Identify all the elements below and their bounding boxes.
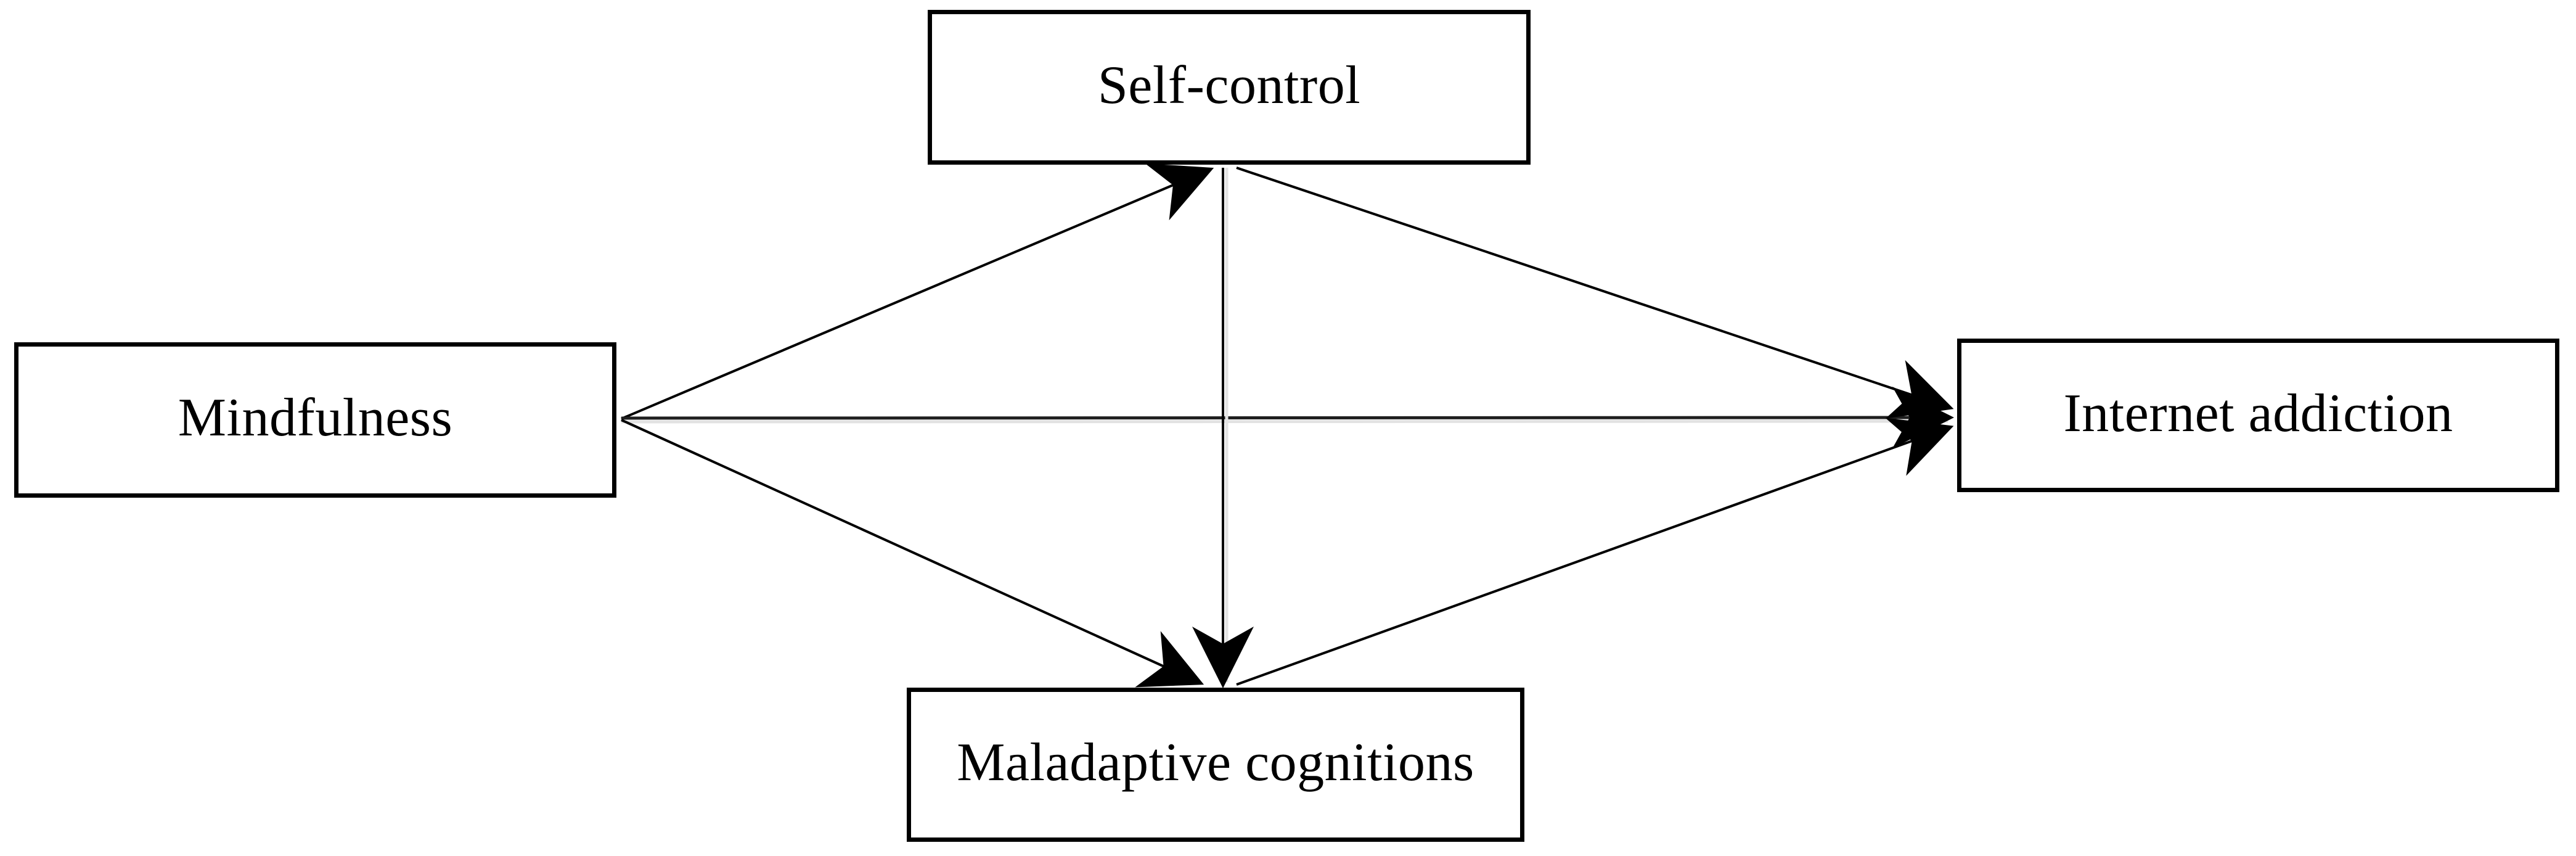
edge-echo-mindfulness-to-internet-addiction	[621, 419, 1948, 424]
node-internet-addiction: Internet addiction	[1957, 339, 2559, 492]
node-self-control-label: Self-control	[1097, 55, 1361, 115]
edge-maladaptive-cognitions-to-internet-addiction	[1236, 418, 1954, 686]
node-mindfulness: Mindfulness	[14, 342, 616, 498]
node-self-control: Self-control	[928, 10, 1531, 165]
node-mindfulness-label: Mindfulness	[178, 388, 453, 448]
node-maladaptive-cognitions-label: Maladaptive cognitions	[957, 733, 1474, 792]
node-maladaptive-cognitions: Maladaptive cognitions	[907, 688, 1524, 842]
edge-mindfulness-to-self-control	[621, 163, 1214, 420]
edge-mindfulness-to-maladaptive-cognitions	[621, 419, 1204, 688]
node-internet-addiction-label: Internet addiction	[2063, 383, 2453, 443]
edge-self-control-to-internet-addiction	[1236, 167, 1954, 419]
